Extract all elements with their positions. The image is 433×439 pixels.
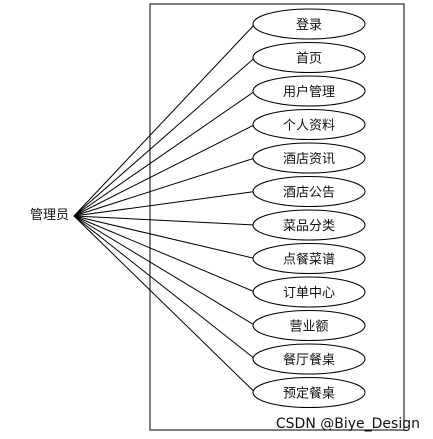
use-case: 用户管理 xyxy=(252,75,366,107)
association-line xyxy=(73,215,256,293)
use-case-ellipse xyxy=(252,109,366,140)
association-line xyxy=(73,90,256,217)
use-case: 点餐菜谱 xyxy=(252,243,366,274)
association-line xyxy=(73,215,256,226)
use-case-label: 餐厅餐桌 xyxy=(283,352,335,368)
use-case-label: 菜品分类 xyxy=(283,219,335,234)
use-case: 首页 xyxy=(252,42,366,73)
actor-label: 管理员 xyxy=(30,208,69,223)
use-case-label: 订单中心 xyxy=(283,286,335,301)
use-case-label: 酒店公告 xyxy=(283,186,335,201)
use-case: 酒店资讯 xyxy=(252,142,366,174)
association-line xyxy=(73,215,256,360)
association-line xyxy=(73,23,256,217)
use-case-ellipse xyxy=(252,310,366,341)
association-line xyxy=(73,215,256,259)
use-case-label: 用户管理 xyxy=(283,84,335,100)
use-case-ellipse xyxy=(252,142,366,174)
use-case: 酒店公告 xyxy=(252,176,366,207)
use-case: 营业额 xyxy=(252,310,366,341)
association-lines xyxy=(73,23,256,393)
association-line xyxy=(73,215,256,393)
association-line xyxy=(73,191,256,217)
use-case: 菜品分类 xyxy=(252,209,366,241)
use-case: 订单中心 xyxy=(252,276,366,308)
use-case-ellipse xyxy=(252,8,366,40)
association-line xyxy=(73,215,256,326)
use-case-ellipse xyxy=(252,243,366,274)
use-case-label: 首页 xyxy=(296,52,322,67)
association-line xyxy=(73,157,256,217)
use-case-ellipse xyxy=(252,42,366,73)
use-case-label: 个人资料 xyxy=(283,119,335,134)
use-case-list: 登录首页用户管理个人资料酒店资讯酒店公告菜品分类点餐菜谱订单中心营业额餐厅餐桌预… xyxy=(252,8,366,408)
use-case-ellipse xyxy=(252,377,366,408)
use-case: 登录 xyxy=(252,8,366,40)
association-line xyxy=(73,57,256,217)
use-case-ellipse xyxy=(252,75,366,107)
use-case-label: 酒店资讯 xyxy=(283,152,335,167)
watermark: CSDN @Biye_Design xyxy=(276,416,420,432)
use-case-ellipse xyxy=(252,343,366,375)
use-case-ellipse xyxy=(252,276,366,308)
use-case-ellipse xyxy=(252,209,366,241)
use-case-label: 预定餐桌 xyxy=(283,386,335,402)
use-case-label: 营业额 xyxy=(289,320,328,335)
association-line xyxy=(73,124,256,217)
use-case: 预定餐桌 xyxy=(252,377,366,408)
use-case-ellipse xyxy=(252,176,366,207)
system-boundary xyxy=(149,3,405,431)
use-case: 餐厅餐桌 xyxy=(252,343,366,375)
use-case: 个人资料 xyxy=(252,109,366,140)
use-case-label: 点餐菜谱 xyxy=(283,252,335,268)
use-case-label: 登录 xyxy=(296,18,322,33)
